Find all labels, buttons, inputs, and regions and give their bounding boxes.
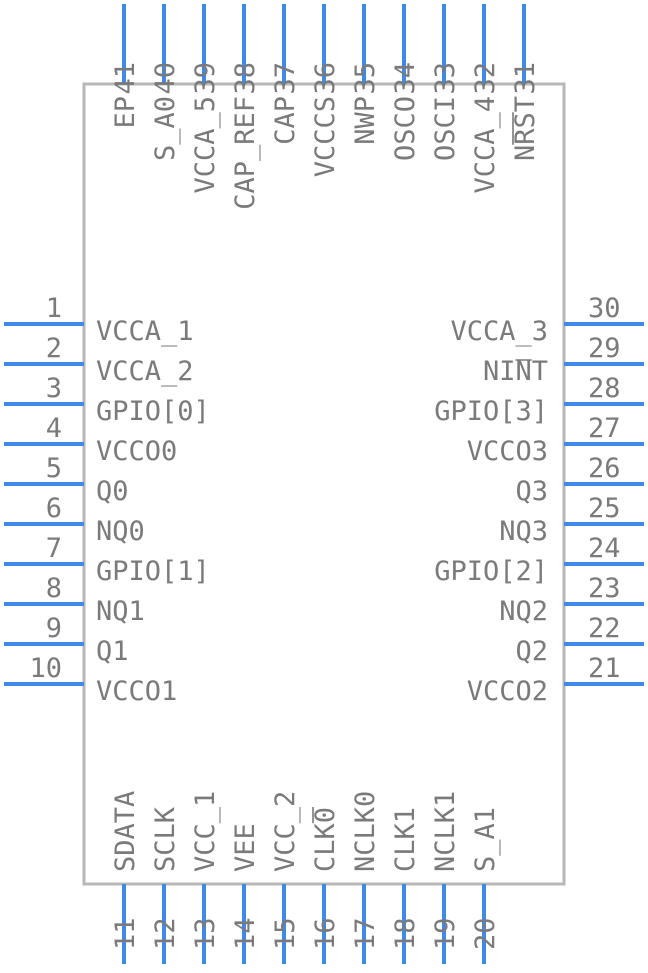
pin-number-36: 36 xyxy=(310,62,341,95)
pin-name-vcc-2: VCC_2 xyxy=(270,791,301,872)
pin-name-vcc-1: VCC_1 xyxy=(190,791,221,872)
pin-name-gpio-2: GPIO[2] xyxy=(434,556,548,587)
pin-number-27: 27 xyxy=(588,413,621,444)
pin-number-14: 14 xyxy=(230,917,261,950)
pin-number-5: 5 xyxy=(46,453,62,484)
pin-name-s-a0: S_A0 xyxy=(150,96,181,161)
chip-body xyxy=(82,82,566,886)
pin-name-s-a1: S_A1 xyxy=(470,807,501,872)
pin-name-nq1: NQ1 xyxy=(96,596,145,627)
pin-number-6: 6 xyxy=(46,493,62,524)
pin-name-q1: Q1 xyxy=(96,636,129,667)
pin-name-vcco2: VCCO2 xyxy=(467,676,548,707)
pin-name-vcccs: VCCCS xyxy=(310,96,341,177)
pin-labels: 1VCCA_12VCCA_23GPIO[0]4VCCO05Q06NQ07GPIO… xyxy=(29,62,620,950)
pin-number-9: 9 xyxy=(46,613,62,644)
pin-name-vcca-4: VCCA_4 xyxy=(470,96,501,194)
pin-number-8: 8 xyxy=(46,573,62,604)
pin-name-vcco3: VCCO3 xyxy=(467,436,548,467)
pin-number-10: 10 xyxy=(29,653,62,684)
pin-number-2: 2 xyxy=(46,333,62,364)
pin-number-41: 41 xyxy=(110,62,141,95)
pin-name-gpio-1: GPIO[1] xyxy=(96,556,210,587)
pin-name-nint: NINT xyxy=(483,356,548,387)
pin-number-4: 4 xyxy=(46,413,62,444)
pin-name-nq2: NQ2 xyxy=(499,596,548,627)
pin-number-16: 16 xyxy=(310,917,341,950)
pin-number-26: 26 xyxy=(588,453,621,484)
pin-name-gpio-0: GPIO[0] xyxy=(96,396,210,427)
pin-name-nq3: NQ3 xyxy=(499,516,548,547)
pin-name-osci: OSCI xyxy=(430,96,461,161)
pin-number-32: 32 xyxy=(470,62,501,95)
pin-number-29: 29 xyxy=(588,333,621,364)
pin-number-23: 23 xyxy=(588,573,621,604)
pin-number-1: 1 xyxy=(46,293,62,324)
pin-name-clk1: CLK1 xyxy=(390,807,421,872)
pin-number-19: 19 xyxy=(430,917,461,950)
pin-number-15: 15 xyxy=(270,917,301,950)
pin-number-13: 13 xyxy=(190,917,221,950)
pin-number-37: 37 xyxy=(270,62,301,95)
pin-name-cap-ref: CAP_REF xyxy=(230,96,261,210)
pin-number-7: 7 xyxy=(46,533,62,564)
pin-name-vee: VEE xyxy=(230,823,261,872)
pin-name-vcca-3: VCCA_3 xyxy=(450,316,548,347)
pin-lines xyxy=(4,4,644,964)
pin-name-sclk: SCLK xyxy=(150,806,181,872)
pin-number-18: 18 xyxy=(390,917,421,950)
pin-number-39: 39 xyxy=(190,62,221,95)
pin-number-20: 20 xyxy=(470,917,501,950)
pin-number-31: 31 xyxy=(510,62,541,95)
pin-number-17: 17 xyxy=(350,917,381,950)
pin-name-ep: EP xyxy=(110,96,141,129)
pin-name-vcca-1: VCCA_1 xyxy=(96,316,194,347)
pin-name-nrst: NRST xyxy=(510,96,541,161)
pin-number-11: 11 xyxy=(110,917,141,950)
pin-number-3: 3 xyxy=(46,373,62,404)
pin-number-35: 35 xyxy=(350,62,381,95)
pin-number-24: 24 xyxy=(588,533,621,564)
pin-number-30: 30 xyxy=(588,293,621,324)
pin-name-clk0: CLK0 xyxy=(310,807,341,872)
pin-name-vcca-2: VCCA_2 xyxy=(96,356,194,387)
pin-number-38: 38 xyxy=(230,62,261,95)
pin-name-osco: OSCO xyxy=(390,96,421,161)
pin-number-33: 33 xyxy=(430,62,461,95)
pin-name-q0: Q0 xyxy=(96,476,129,507)
pin-name-gpio-3: GPIO[3] xyxy=(434,396,548,427)
pin-name-vcca-5: VCCA_5 xyxy=(190,96,221,194)
pin-number-22: 22 xyxy=(588,613,621,644)
pin-name-nclk0: NCLK0 xyxy=(350,791,381,872)
pin-name-nclk1: NCLK1 xyxy=(430,791,461,872)
pin-name-vcco1: VCCO1 xyxy=(96,676,177,707)
pin-number-40: 40 xyxy=(150,62,181,95)
pin-number-28: 28 xyxy=(588,373,621,404)
pin-number-12: 12 xyxy=(150,917,181,950)
pin-name-q3: Q3 xyxy=(515,476,548,507)
pin-number-25: 25 xyxy=(588,493,621,524)
pin-number-34: 34 xyxy=(390,62,421,95)
overbars xyxy=(312,112,532,824)
pin-name-nwp: NWP xyxy=(350,96,381,145)
pin-name-sdata: SDATA xyxy=(110,791,141,872)
pin-name-q2: Q2 xyxy=(515,636,548,667)
pin-number-21: 21 xyxy=(588,653,621,684)
pin-name-cap: CAP xyxy=(270,96,301,145)
pin-name-vcco0: VCCO0 xyxy=(96,436,177,467)
pin-name-nq0: NQ0 xyxy=(96,516,145,547)
